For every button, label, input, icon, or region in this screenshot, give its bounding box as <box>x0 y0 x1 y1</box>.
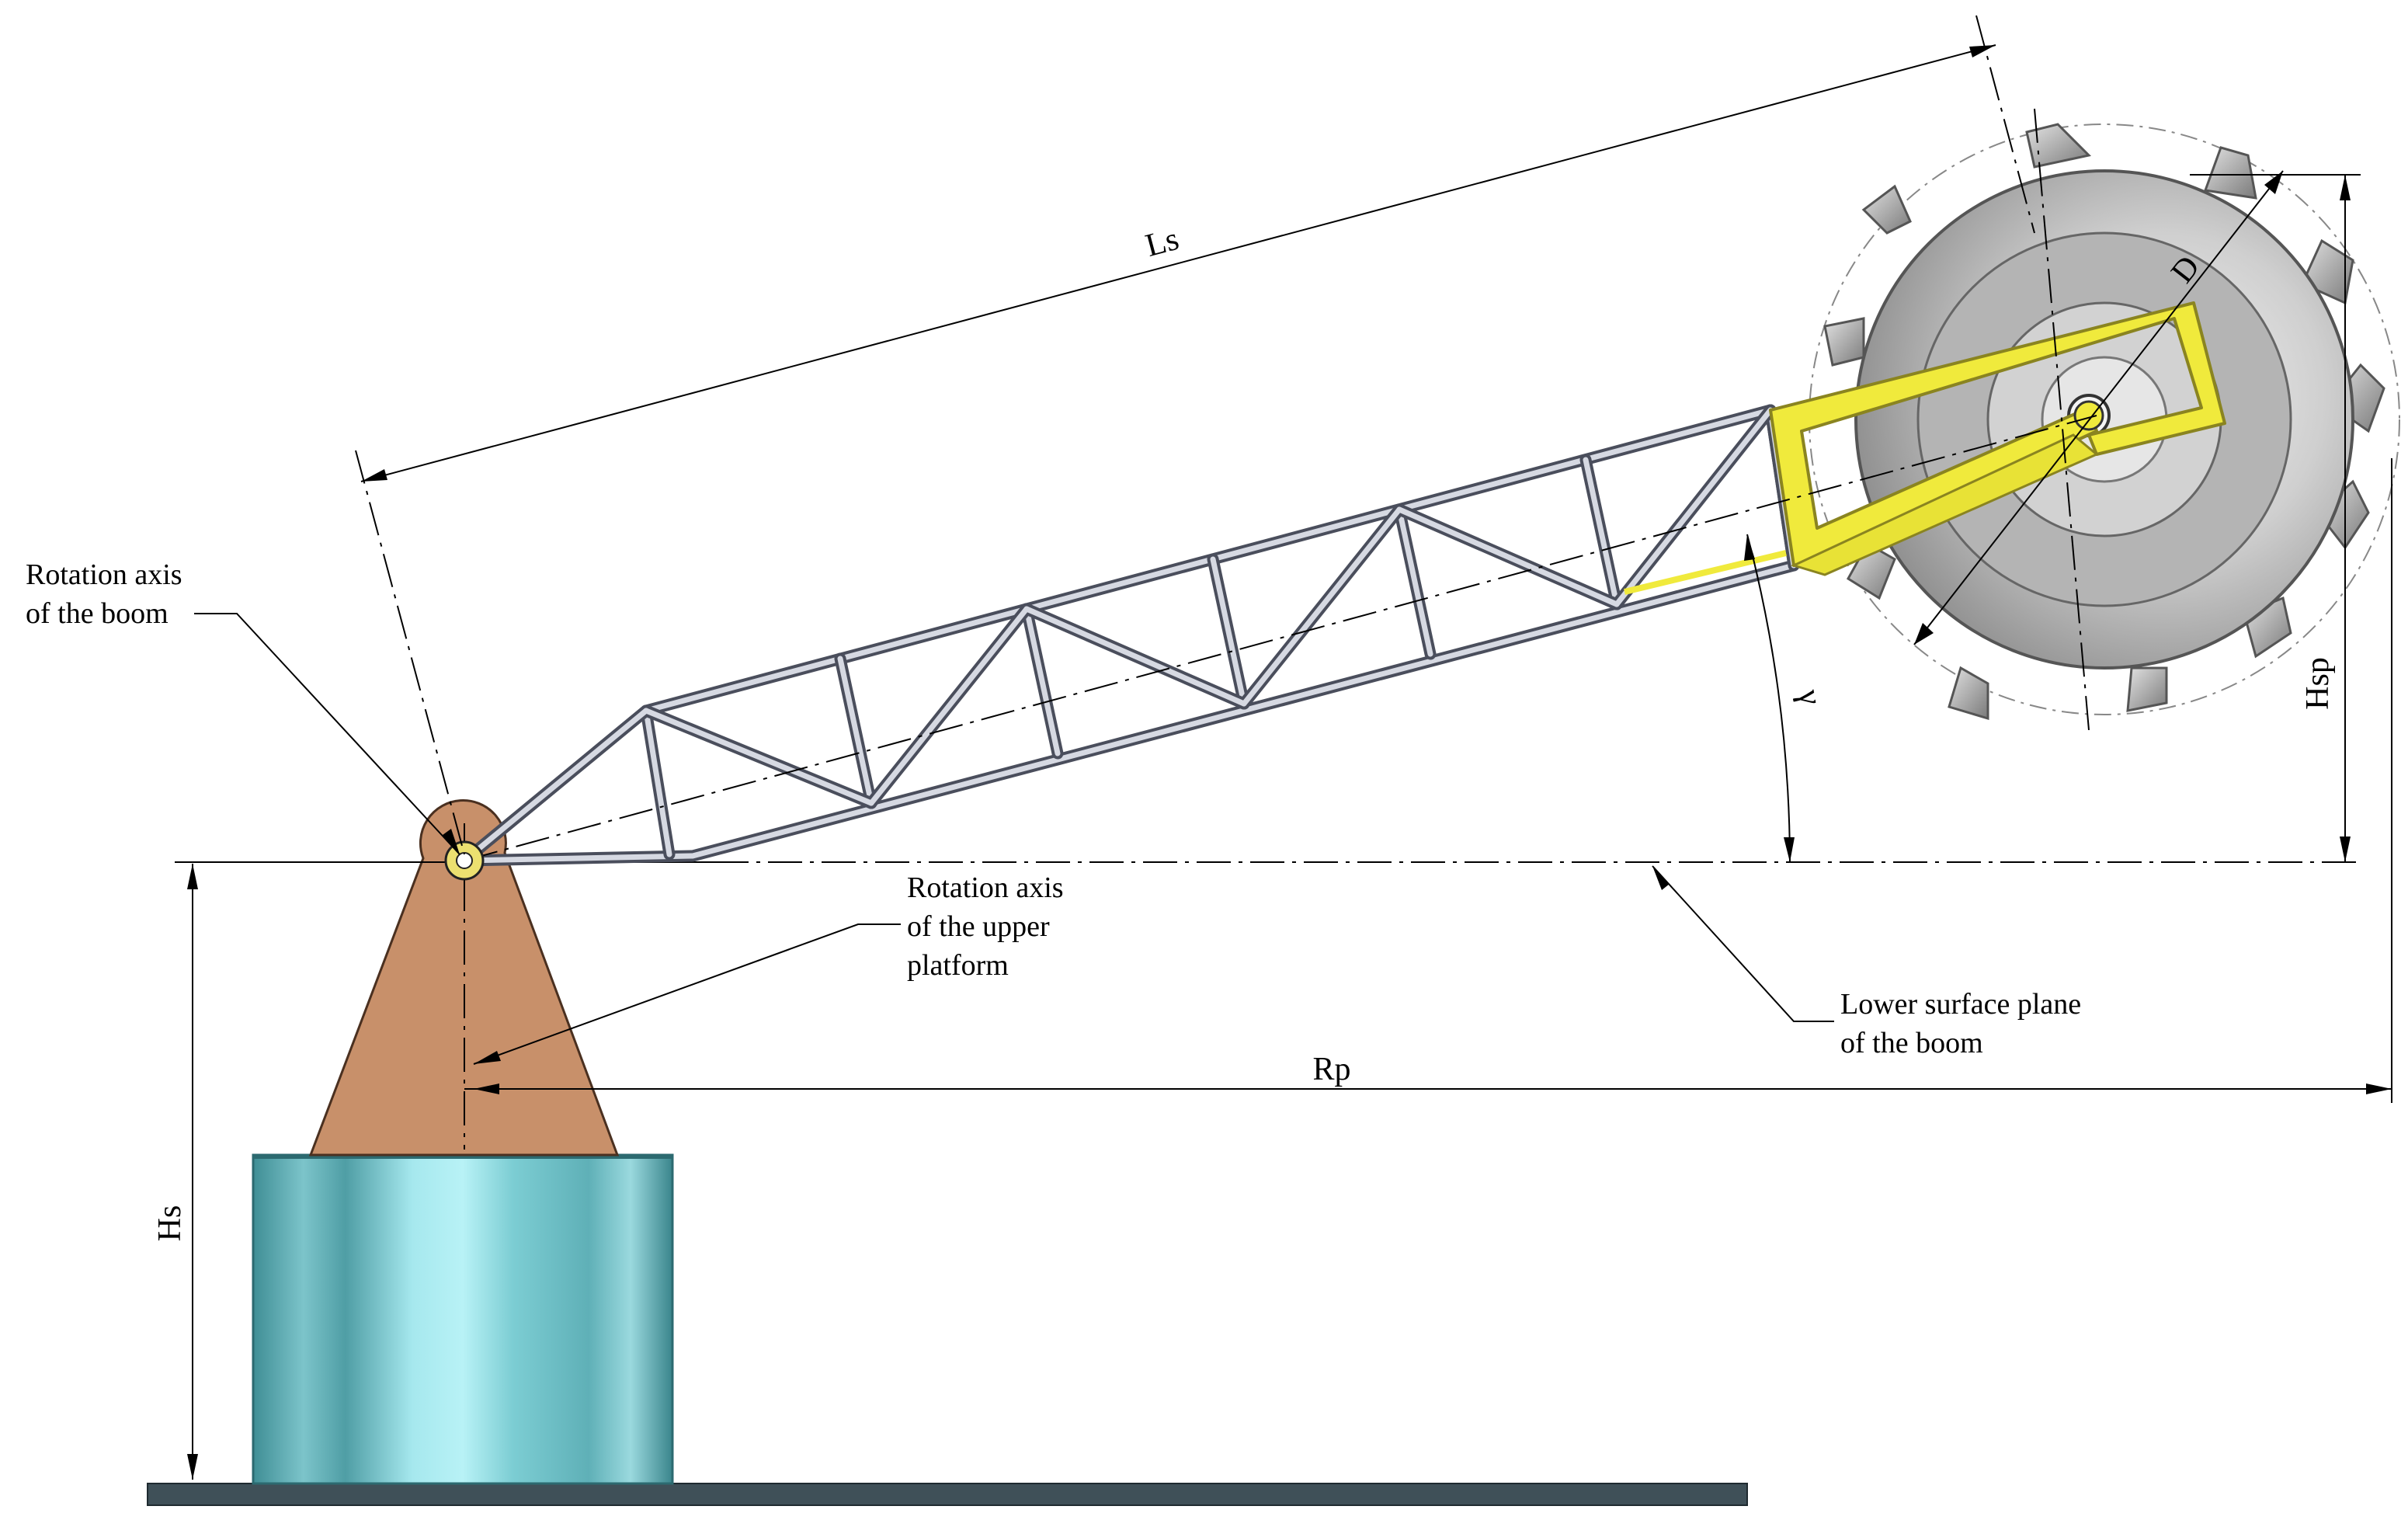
hs-dimension: Hs <box>152 864 198 1480</box>
callout-lower-surface-plane: Lower surface plane of the boom <box>1652 865 2081 1059</box>
undercarriage <box>252 1153 674 1485</box>
boom-pivot-inner <box>456 852 473 869</box>
truss-verticals <box>640 404 1800 861</box>
hsp-label: Hsp <box>2300 657 2336 710</box>
wheel-diameter-line <box>1913 170 2284 645</box>
hs-label: Hs <box>152 1205 188 1242</box>
callout-boom-axis-line1: Rotation axis <box>26 558 182 591</box>
boom-centerline <box>464 415 2097 861</box>
boom-truss <box>458 404 1800 867</box>
bucket-wheel <box>1769 108 2400 731</box>
rp-dimension: Rp <box>464 458 2392 1103</box>
callout-platform-axis-line1: Rotation axis <box>907 871 1064 904</box>
wheel-vertical-centerline <box>2034 108 2090 731</box>
callout-plane-line1: Lower surface plane <box>1840 988 2081 1021</box>
d-arrow-top <box>2264 171 2283 194</box>
callout-platform-rotation-axis: Rotation axis of the upper platform <box>473 871 1064 1065</box>
callout-plane-line2: of the boom <box>1840 1027 1983 1059</box>
ls-dimension: Ls <box>355 15 2035 855</box>
pedestal <box>308 799 620 1157</box>
callout-boom-axis-line2: of the boom <box>26 597 169 630</box>
hsp-dimension: Hsp <box>2190 174 2361 862</box>
gamma-label: γ <box>1791 687 1829 708</box>
ls-label: Ls <box>1141 221 1182 264</box>
callout-boom-rotation-axis: Rotation axis of the boom <box>26 558 460 855</box>
d-arrow-bottom <box>1914 623 1934 645</box>
callout-platform-axis-line3: platform <box>907 949 1009 982</box>
callout-platform-axis-line2: of the upper <box>907 910 1050 943</box>
frame-pivot <box>2073 400 2104 431</box>
gamma-angle-dimension: γ <box>1744 534 1829 863</box>
ground-plate <box>147 1483 1748 1506</box>
wheel-buckets <box>1823 123 2385 721</box>
truss-diagonals <box>458 404 1777 867</box>
rp-label: Rp <box>1312 1052 1350 1087</box>
truss-lower-rail-fill <box>1624 550 1787 595</box>
wheel-frame-arm <box>1790 433 2099 576</box>
